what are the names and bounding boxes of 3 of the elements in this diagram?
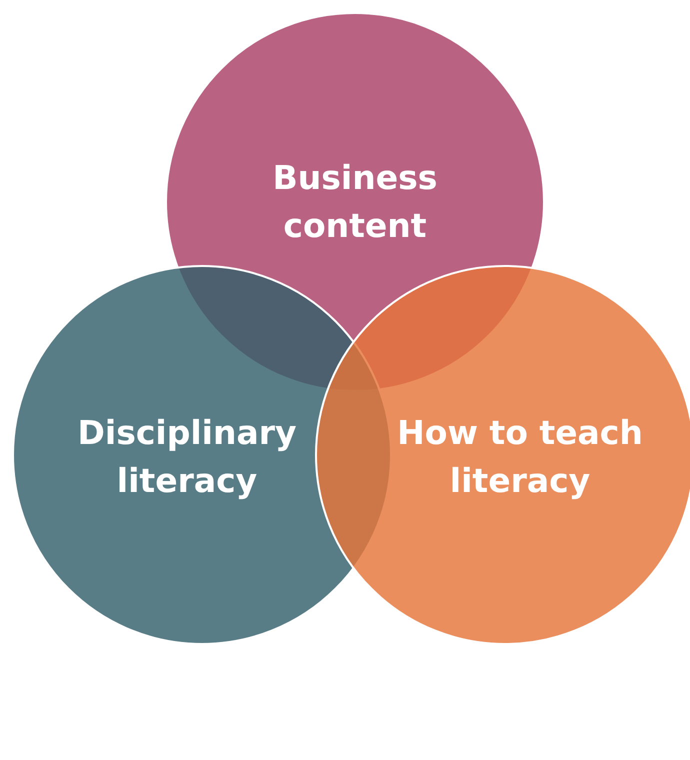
circle-label: Disciplinary literacy: [76, 412, 298, 502]
circle-label: Business content: [272, 157, 438, 247]
circle-label: How to teach literacy: [396, 412, 644, 502]
